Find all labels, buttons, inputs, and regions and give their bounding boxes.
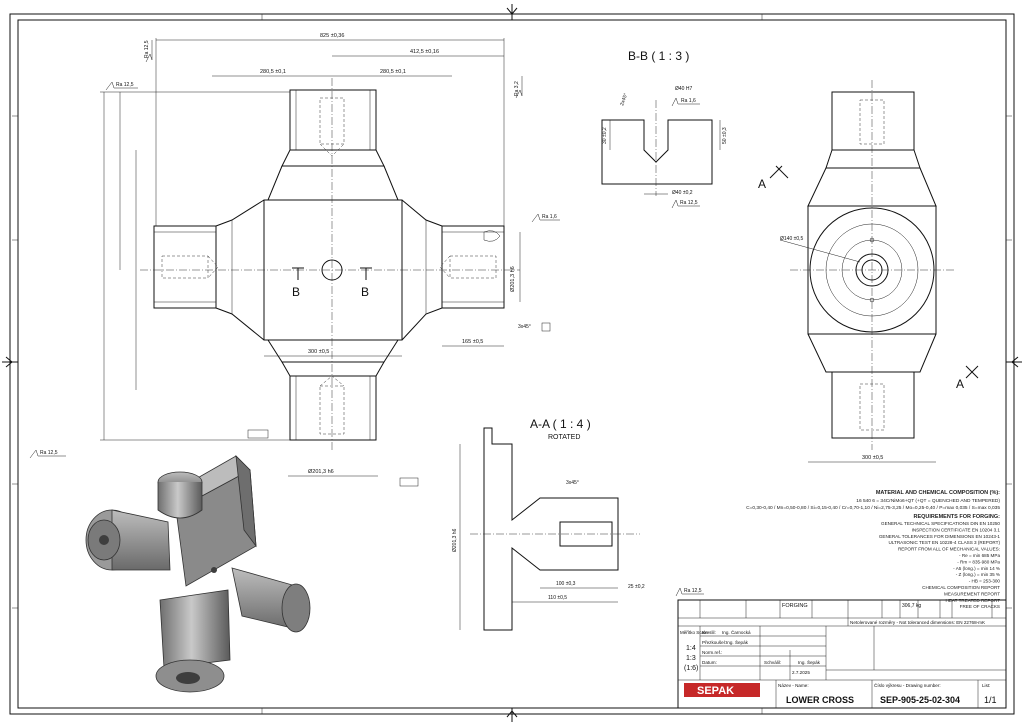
- forging-requirement-line: - HB = 253-300: [969, 579, 1001, 584]
- dim-100: 100 ±0,3: [556, 581, 576, 587]
- section-bb: B-B ( 1 : 3 ) 30 ±0,2 50 ±0,3 Ø40 ±0,2 Ø…: [601, 49, 728, 209]
- normref-label: Norm.ref.:: [702, 650, 722, 655]
- dim-300-body: 300 ±0,5: [308, 349, 329, 355]
- drawing-number: SEP-905-25-02-304: [880, 695, 960, 705]
- dim-201-side: Ø201,3 h6: [510, 266, 516, 292]
- date-value: 2.7.2025: [792, 670, 810, 675]
- weight-value: 306,7 kg: [902, 603, 921, 609]
- title-block: FORGING 306,7 kg Netolerované rozměry - …: [677, 599, 1007, 709]
- material-line-2: C=0,30-0,40 / Mn=0,50-0,80 / Si=0,15-0,4…: [746, 505, 1000, 511]
- dim-165: 165 ±0,5: [462, 339, 483, 345]
- company-logo: [684, 683, 760, 697]
- forging-requirement-line: FREE OF CRACKS: [960, 604, 1000, 609]
- forging-requirement-line: - Z (long.) = min 35 %: [956, 572, 1000, 577]
- section-bb-title: B-B ( 1 : 3 ): [628, 49, 689, 63]
- sheet-label: List:: [982, 683, 990, 688]
- dim-3x45-aa: 3x45°: [566, 480, 579, 486]
- dim-140: Ø140 ±0,5: [780, 236, 804, 242]
- notes-block: MATERIAL AND CHEMICAL COMPOSITION (%): 1…: [746, 490, 1000, 609]
- forging-requirement-line: ULTRASONIC TEST EN 10228-4 CLASS 3 (REPO…: [889, 540, 1001, 545]
- company-name: SEPAK: [697, 685, 734, 697]
- section-label-a-bottom: A: [956, 377, 964, 391]
- dim-280-left: 280,5 ±0,1: [260, 69, 286, 75]
- ra-16-bb: Ra 1,6: [681, 98, 696, 104]
- section-label-a-top: A: [758, 177, 766, 191]
- section-label-b-right: B: [361, 285, 369, 299]
- dim-40: Ø40 ±0,2: [672, 190, 693, 196]
- dim-201-h6: Ø201,3 h6: [308, 469, 334, 475]
- forging-requirements-list: GENERAL TECHNICAL SPECIFICATIONS DIN EN …: [879, 521, 1001, 609]
- name-label: Název - Name:: [778, 683, 809, 688]
- scale-1: 1:4: [686, 645, 696, 652]
- drawing-number-label: Číslo výkresu - Drawing number:: [874, 682, 941, 688]
- scale-label: Měřítko Scale:: [680, 630, 709, 635]
- dim-110: 110 ±0,5: [548, 595, 567, 601]
- side-view: Ø140 ±0,5 300 ±0,5 A A: [758, 80, 979, 463]
- material-title: MATERIAL AND CHEMICAL COMPOSITION (%):: [876, 490, 1000, 496]
- forging-requirement-line: MEASUREMENT REPORT: [944, 591, 1000, 596]
- ra-125-bb: Ra 12,5: [680, 200, 698, 206]
- forging-title: REQUIREMENTS FOR FORGING:: [914, 514, 1001, 520]
- drawn-label: Kreslil:: [702, 630, 716, 635]
- approved-label: Schválil:: [764, 660, 781, 665]
- tolerance-note: Netolerované rozměry - Not toleranced di…: [850, 620, 986, 625]
- dim-825: 825 ±0,36: [320, 33, 344, 39]
- date-label: Datum:: [702, 660, 717, 665]
- dim-280-right: 280,5 ±0,1: [380, 69, 406, 75]
- dim-aa-dia: Ø201,3 h6: [452, 528, 458, 552]
- scale-2: 1:3: [686, 655, 696, 662]
- checked-label: Přezkoušel:: [702, 640, 726, 645]
- dim-25: 25 ±0,2: [628, 584, 645, 590]
- front-view-dimensions: 825 ±0,36 412,5 ±0,16 280,5 ±0,1 280,5 ±…: [29, 33, 560, 487]
- ra-32-front: Ra 3,2: [514, 81, 520, 96]
- forging-requirement-line: - Rm = 835-980 MPa: [957, 559, 1000, 564]
- forging-requirement-line: CHEMICAL COMPOSITION REPORT: [922, 585, 1000, 590]
- forging-label: FORGING: [782, 603, 808, 609]
- drawn-by: Ing. Čarnocká: [722, 629, 751, 635]
- scale-3: (1:6): [684, 665, 698, 672]
- ra-125-aa: Ra 12,5: [684, 588, 702, 594]
- ra-125-front-1: Ra 12,5: [40, 450, 58, 456]
- part-name: LOWER CROSS: [786, 695, 854, 705]
- dim-40h7: Ø40 H7: [675, 86, 692, 92]
- section-aa-title: A-A ( 1 : 4 ): [530, 417, 591, 431]
- forging-requirement-line: INSPECTION CERTIFICATE EN 10204 3.1: [912, 527, 1001, 532]
- ra-16-front: Ra 1,6: [542, 214, 557, 220]
- section-aa: A-A ( 1 : 4 ) ROTATED Ø201,3 h6 100 ±0,3…: [452, 417, 704, 631]
- ra-125-front-2: Ra 12,5: [116, 82, 134, 88]
- dim-2x45: 2x45°: [619, 93, 629, 107]
- section-label-b-left: B: [292, 285, 300, 299]
- front-view-cross: B B: [140, 78, 520, 452]
- isometric-3d-render: [85, 454, 311, 693]
- forging-requirement-line: - Re = min 685 MPa: [959, 553, 1000, 558]
- section-aa-subtitle: ROTATED: [548, 434, 580, 441]
- forging-requirement-line: GENERAL TECHNICAL SPECIFICATIONS DIN EN …: [881, 521, 1000, 526]
- material-line-1: 16 540 6 = 34CrNiMo6+QT (+QT = QUENCHED …: [856, 498, 1000, 504]
- dim-30: 30 ±0,2: [602, 127, 608, 144]
- checked-by: Ing. Šepák: [726, 639, 749, 645]
- sheet-frame: [2, 4, 1022, 722]
- forging-requirement-line: - A5 (long.) = min 14 %: [953, 566, 1000, 571]
- approved-by: Ing. Šepák: [798, 659, 821, 665]
- forging-requirement-line: GENERAL TOLERANCES FOR DIMENSIONS EN 102…: [879, 534, 1001, 539]
- dim-300-side: 300 ±0,5: [862, 455, 883, 461]
- forging-requirement-line: REPORT FROM ALL OF MECHANICAL VALUES:: [898, 547, 1000, 552]
- dim-3x45-front: 3x45°: [518, 324, 531, 330]
- sheet-number: 1/1: [984, 695, 997, 705]
- ra-125-front-3: Ra 12,5: [144, 40, 150, 58]
- dim-50: 50 ±0,3: [722, 127, 728, 144]
- dim-412: 412,5 ±0,16: [410, 49, 439, 55]
